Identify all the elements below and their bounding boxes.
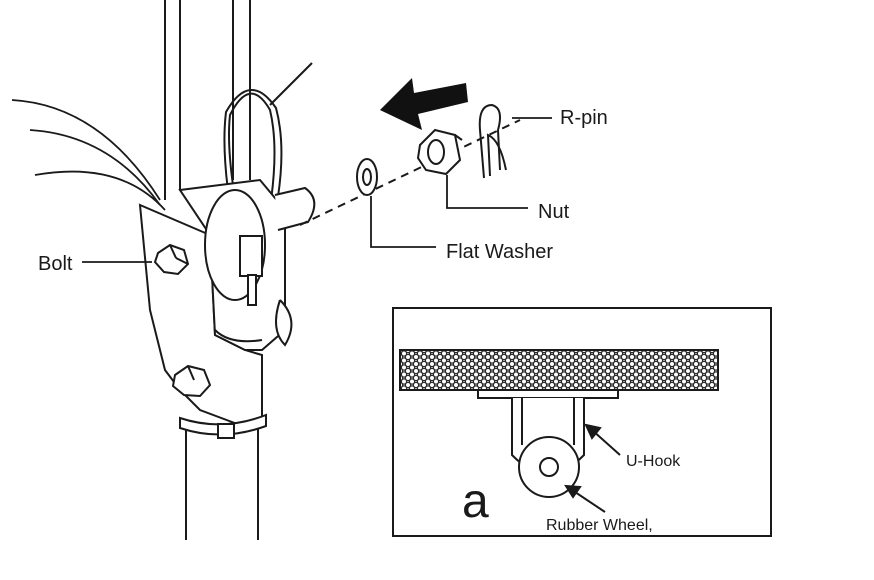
label-flat-washer: Flat Washer <box>446 241 553 263</box>
label-nut: Nut <box>538 201 570 223</box>
base-clamp <box>179 413 267 439</box>
r-pin <box>478 103 507 179</box>
inset-panel: U-Hook Rubber Wheel, a <box>392 307 772 537</box>
label-u-hook: U-Hook <box>626 453 681 470</box>
pole <box>164 0 259 540</box>
rubber-wheel-shape <box>518 436 580 498</box>
direction-arrow <box>380 78 468 130</box>
bolt-head-lower <box>171 364 212 398</box>
bolt-head <box>153 243 190 276</box>
wire-loop <box>223 62 313 251</box>
cables <box>11 99 166 211</box>
pulley-bracket <box>138 178 316 427</box>
alignment-line <box>299 119 521 226</box>
leader-lines <box>82 117 552 263</box>
mount-plate <box>477 389 619 399</box>
inset-arrows <box>564 423 621 513</box>
nut <box>416 128 463 176</box>
label-inset-letter: a <box>462 475 489 528</box>
label-r-pin: R-pin <box>560 107 608 129</box>
mesh-surface <box>399 349 719 391</box>
label-rubber-wheel: Rubber Wheel, <box>546 517 653 534</box>
label-bolt: Bolt <box>38 253 73 275</box>
flat-washer <box>356 158 378 196</box>
